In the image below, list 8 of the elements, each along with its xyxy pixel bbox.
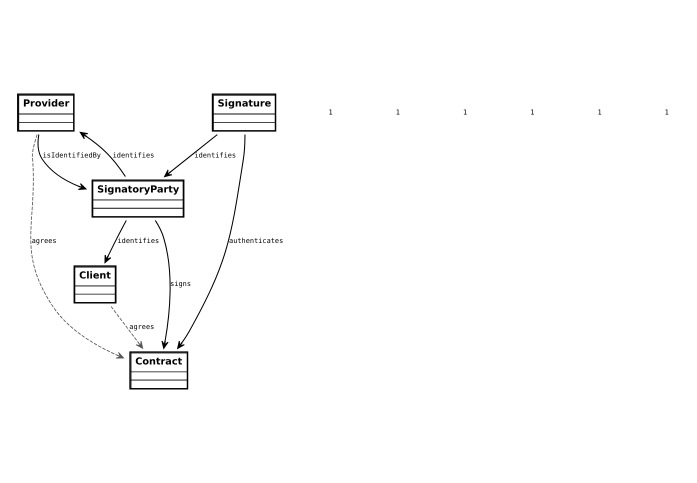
arrow: [164, 134, 218, 178]
arrow: [38, 134, 86, 190]
arrow: [110, 306, 144, 349]
arrow: [80, 132, 126, 177]
arrow: [104, 220, 127, 264]
arrow: [30, 134, 124, 359]
arrow: [154, 220, 171, 349]
arrow: [177, 134, 246, 349]
